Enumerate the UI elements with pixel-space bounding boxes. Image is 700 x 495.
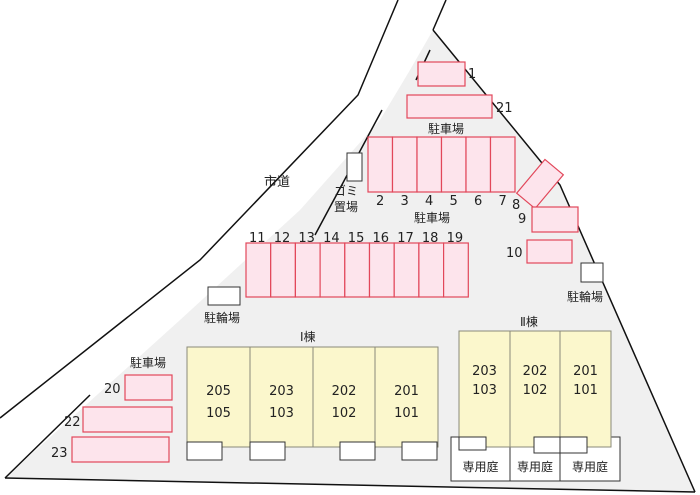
unit-lower: 101 xyxy=(394,406,419,421)
parking-spot-8 xyxy=(515,158,565,210)
road-edge-inner-seg xyxy=(4,394,91,479)
spot-label: 21 xyxy=(496,101,513,116)
parking-spot-4 xyxy=(416,136,443,193)
spot-label: 17 xyxy=(397,231,414,246)
unit-lower: 102 xyxy=(332,406,357,421)
unit xyxy=(458,330,511,448)
bicycle-label: 駐輪場 xyxy=(204,310,240,325)
parking-spot-14 xyxy=(319,242,346,298)
unit xyxy=(509,330,561,448)
entrance-box xyxy=(339,441,376,461)
building-1-label: Ⅰ棟 xyxy=(300,329,316,344)
site-boundary xyxy=(432,29,696,493)
unit-lower: 105 xyxy=(206,406,231,421)
spot-label: 22 xyxy=(64,415,81,430)
parking-spot-3 xyxy=(391,136,418,193)
building-2: 203 103 202 102 201 101 xyxy=(458,330,612,454)
unit-upper: 202 xyxy=(523,364,548,379)
entrance-box xyxy=(533,436,561,454)
unit-lower: 103 xyxy=(269,406,294,421)
spot-label: 5 xyxy=(450,194,458,209)
bicycle-parking xyxy=(580,262,604,283)
road-edge-inner xyxy=(432,0,447,31)
spot-label: 19 xyxy=(447,231,464,246)
parking-spot-20 xyxy=(124,374,173,401)
parking-label: 駐車場 xyxy=(414,210,450,225)
spot-label: 14 xyxy=(323,231,340,246)
garden-label: 専用庭 xyxy=(462,459,498,474)
spot-label: 7 xyxy=(499,194,507,209)
parking-spot-18 xyxy=(418,242,445,298)
unit-upper: 205 xyxy=(206,384,231,399)
garden-label: 専用庭 xyxy=(572,459,608,474)
building-2-label: Ⅱ棟 xyxy=(520,314,538,329)
garden-label: 専用庭 xyxy=(517,459,553,474)
entrance-box xyxy=(559,436,588,454)
parking-label: 駐車場 xyxy=(428,121,464,136)
spot-label: 11 xyxy=(249,231,266,246)
unit-upper: 203 xyxy=(269,384,294,399)
unit-lower: 103 xyxy=(472,383,497,398)
unit xyxy=(186,346,251,448)
entrance-box xyxy=(186,441,223,461)
parking-spot-5 xyxy=(440,136,467,193)
road-edge-outer xyxy=(0,0,399,419)
spot-label: 18 xyxy=(422,231,439,246)
unit-upper: 202 xyxy=(332,384,357,399)
garbage-label: 置場 xyxy=(334,200,358,214)
parking-spot-15 xyxy=(344,242,371,298)
building-1: 205 105 203 103 202 102 201 101 xyxy=(186,346,439,461)
parking-row-a: 2 3 4 5 6 7 xyxy=(367,136,516,209)
spot-label: 3 xyxy=(401,194,409,209)
parking-spot-19 xyxy=(443,242,469,298)
parking-spot-22 xyxy=(82,406,173,433)
spot-label: 12 xyxy=(274,231,291,246)
spot-label: 2 xyxy=(376,194,384,209)
unit-upper: 203 xyxy=(472,364,497,379)
road-label: 市道 xyxy=(264,174,290,190)
spot-label: 16 xyxy=(373,231,390,246)
entrance-box xyxy=(401,441,438,461)
site-boundary-bottom xyxy=(4,477,696,493)
parking-spot-2 xyxy=(367,136,394,193)
parking-spot-1 xyxy=(417,61,466,87)
garbage-label: ゴミ xyxy=(334,183,358,198)
parking-spot-13 xyxy=(294,242,321,298)
unit-lower: 101 xyxy=(573,383,598,398)
parking-spot-10 xyxy=(526,239,573,264)
unit xyxy=(249,346,314,448)
unit xyxy=(374,346,439,448)
parking-spot-21 xyxy=(406,94,493,119)
parking-spot-7 xyxy=(489,136,516,193)
unit xyxy=(559,330,612,448)
parking-label: 駐車場 xyxy=(130,355,166,370)
garbage-area xyxy=(346,152,363,182)
bicycle-label: 駐輪場 xyxy=(567,289,603,304)
parking-spot-23 xyxy=(71,436,170,463)
entrance-box xyxy=(249,441,286,461)
spot-label: 20 xyxy=(104,382,121,397)
spot-label: 8 xyxy=(512,198,520,213)
spot-label: 6 xyxy=(474,194,482,209)
spot-label: 4 xyxy=(425,194,433,209)
parking-spot-9 xyxy=(531,206,579,233)
unit-upper: 201 xyxy=(573,364,598,379)
parking-spot-16 xyxy=(368,242,395,298)
bicycle-parking xyxy=(207,286,241,306)
spot-label: 9 xyxy=(518,212,526,227)
parking-spot-11 xyxy=(245,242,272,298)
parking-spot-17 xyxy=(393,242,420,298)
parking-row-b: 11 12 13 14 15 16 17 18 19 xyxy=(245,231,469,298)
spot-label: 15 xyxy=(348,231,365,246)
spot-label: 23 xyxy=(51,446,68,461)
parking-spot-6 xyxy=(465,136,492,193)
spot-label: 10 xyxy=(506,246,523,261)
unit-lower: 102 xyxy=(523,383,548,398)
unit-upper: 201 xyxy=(394,384,419,399)
spot-label: 1 xyxy=(468,67,476,82)
parking-spot-12 xyxy=(270,242,297,298)
entrance-box xyxy=(458,436,487,451)
spot-label: 13 xyxy=(298,231,315,246)
